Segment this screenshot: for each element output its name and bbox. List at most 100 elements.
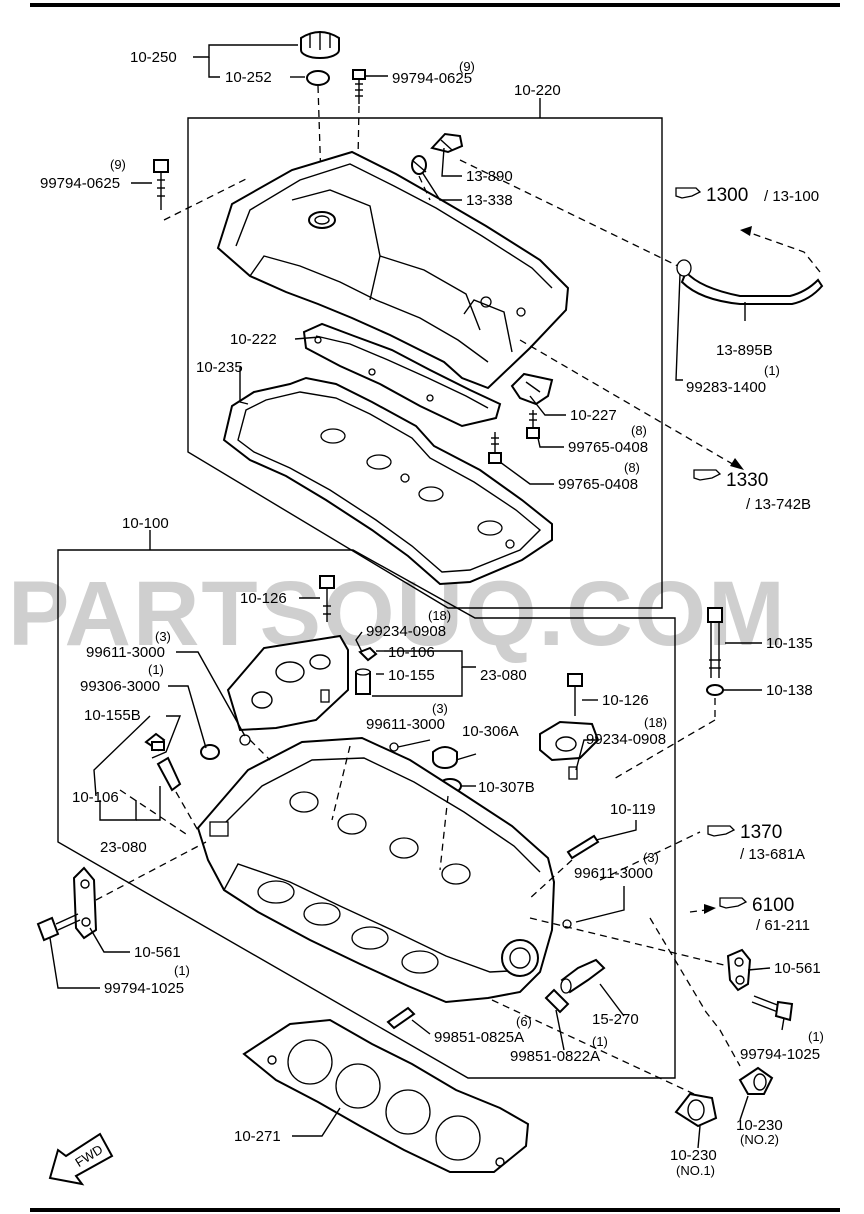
oil-control-plug	[432, 746, 458, 769]
ref-6100[interactable]: 6100	[752, 895, 794, 916]
bolt-99794-1025-right	[751, 995, 794, 1022]
qty-6: (6)	[516, 1014, 532, 1029]
label-13-338[interactable]: 13-338	[466, 192, 513, 209]
label-10-220[interactable]: 10-220	[514, 82, 561, 99]
qty-1-a: (1)	[764, 363, 780, 378]
ref-6100-sub: / 61-211	[756, 917, 810, 934]
label-10-222[interactable]: 10-222	[230, 331, 277, 348]
camshaft-cap-left	[226, 634, 349, 732]
bolt-99794-0625-top	[352, 69, 366, 104]
dowel-pin-b	[568, 766, 578, 780]
cylinder-head	[196, 736, 556, 1004]
label-10-106-b[interactable]: 10-106	[72, 789, 119, 806]
label-10-235[interactable]: 10-235	[196, 359, 243, 376]
oil-filler-cap	[300, 31, 340, 59]
qty-3-a: (3)	[155, 629, 171, 644]
blanking-cap-no1	[674, 1092, 718, 1128]
label-99306-3000[interactable]: 99306-3000	[80, 678, 160, 695]
label-10-106-a[interactable]: 10-106	[388, 644, 435, 661]
fitting-15-270	[560, 958, 606, 994]
label-99611-3000-b[interactable]: 99611-3000	[366, 716, 445, 733]
label-99234-0908-b[interactable]: 99234-0908	[586, 731, 666, 748]
qty-3-c: (3)	[643, 850, 659, 865]
label-99765-0408-a[interactable]: 99765-0408	[568, 439, 648, 456]
label-99611-3000-c[interactable]: 99611-3000	[574, 865, 653, 882]
label-no2: (NO.2)	[740, 1132, 779, 1147]
fwd-arrow-icon	[48, 1132, 114, 1186]
label-99765-0408-b[interactable]: 99765-0408	[558, 476, 638, 493]
arrow-to-1300	[740, 226, 752, 236]
head-bolt-10-135	[707, 607, 723, 678]
bolt-10-126-left	[319, 575, 335, 622]
label-13-895b[interactable]: 13-895B	[716, 342, 773, 359]
label-99794-0625-a[interactable]: 99794-0625	[392, 70, 472, 87]
ref-1330-sub: / 13-742B	[746, 496, 811, 513]
bolt-99794-1025-left	[36, 913, 81, 942]
label-no1: (NO.1)	[676, 1163, 715, 1178]
camshaft-cap-right	[539, 673, 600, 762]
ref-1300[interactable]: 1300	[706, 185, 748, 206]
cylinder-head-gasket	[242, 1018, 530, 1173]
label-99234-0908-a[interactable]: 99234-0908	[366, 623, 446, 640]
label-15-270[interactable]: 15-270	[592, 1011, 639, 1028]
label-10-155[interactable]: 10-155	[388, 667, 435, 684]
filler-cap-gasket	[306, 70, 330, 86]
plug-99611-3000-c	[562, 919, 572, 929]
label-13-890[interactable]: 13-890	[466, 168, 513, 185]
qty-8-b: (8)	[624, 460, 640, 475]
leader-lines	[49, 44, 785, 1149]
watermark: PARTSOUQ.COM	[8, 563, 787, 665]
stud-99851-0822a	[544, 988, 570, 1014]
qty-1-e: (1)	[808, 1029, 824, 1044]
label-10-250[interactable]: 10-250	[130, 49, 177, 66]
label-99794-1025-a[interactable]: 99794-1025	[104, 980, 184, 997]
label-99611-3000-a[interactable]: 99611-3000	[86, 644, 165, 661]
qty-18-b: (18)	[644, 715, 667, 730]
label-10-135[interactable]: 10-135	[766, 635, 813, 652]
label-10-100[interactable]: 10-100	[122, 515, 169, 532]
arrow-to-1330	[730, 458, 744, 470]
label-99283-1400[interactable]: 99283-1400	[686, 379, 766, 396]
label-99794-1025-b[interactable]: 99794-1025	[740, 1046, 820, 1063]
ref-1300-sub: / 13-100	[764, 188, 819, 205]
plug-99611-3000-b	[389, 742, 399, 752]
label-10-230-no2[interactable]: 10-230	[736, 1117, 783, 1134]
plug-99306-3000	[200, 744, 220, 760]
label-10-561-a[interactable]: 10-561	[134, 944, 181, 961]
label-10-230-no1[interactable]: 10-230	[670, 1147, 717, 1164]
label-10-307b[interactable]: 10-307B	[478, 779, 535, 796]
qty-9-a: (9)	[459, 59, 475, 74]
screw-99765-0408-a	[526, 410, 540, 439]
label-10-252[interactable]: 10-252	[225, 69, 272, 86]
label-99851-0822a[interactable]: 99851-0822A	[510, 1048, 600, 1065]
label-10-138[interactable]: 10-138	[766, 682, 813, 699]
label-10-119[interactable]: 10-119	[610, 801, 656, 818]
label-99851-0825a[interactable]: 99851-0825A	[434, 1029, 524, 1046]
label-10-561-b[interactable]: 10-561	[774, 960, 821, 977]
label-10-126-a[interactable]: 10-126	[240, 590, 287, 607]
label-10-155b[interactable]: 10-155B	[84, 707, 141, 724]
engine-hanger-right	[726, 948, 752, 992]
label-23-080-a[interactable]: 23-080	[480, 667, 527, 684]
blanking-cap-no2	[738, 1066, 774, 1095]
cover-gasket-10-222	[302, 322, 502, 428]
label-23-080-b[interactable]: 23-080	[100, 839, 147, 856]
qty-1-c: (1)	[174, 963, 190, 978]
cylinder-head-cover	[216, 150, 570, 390]
label-99794-0625-b[interactable]: 99794-0625	[40, 175, 120, 192]
label-10-227[interactable]: 10-227	[570, 407, 617, 424]
ref-1370[interactable]: 1370	[740, 822, 782, 843]
bracket-10-227	[510, 372, 554, 406]
label-10-271[interactable]: 10-271	[234, 1128, 281, 1145]
label-10-306a[interactable]: 10-306A	[462, 723, 519, 740]
qty-1-d: (1)	[592, 1034, 608, 1049]
label-10-126-b[interactable]: 10-126	[602, 692, 649, 709]
plug-99611-3000-a	[239, 734, 251, 746]
ventilation-hose	[676, 259, 824, 305]
dowel-pin-a	[320, 689, 330, 703]
cylinder-head-cover-frame	[187, 117, 663, 609]
ref-1330[interactable]: 1330	[726, 470, 768, 491]
qty-8-a: (8)	[631, 423, 647, 438]
pcv-valve	[430, 132, 464, 154]
